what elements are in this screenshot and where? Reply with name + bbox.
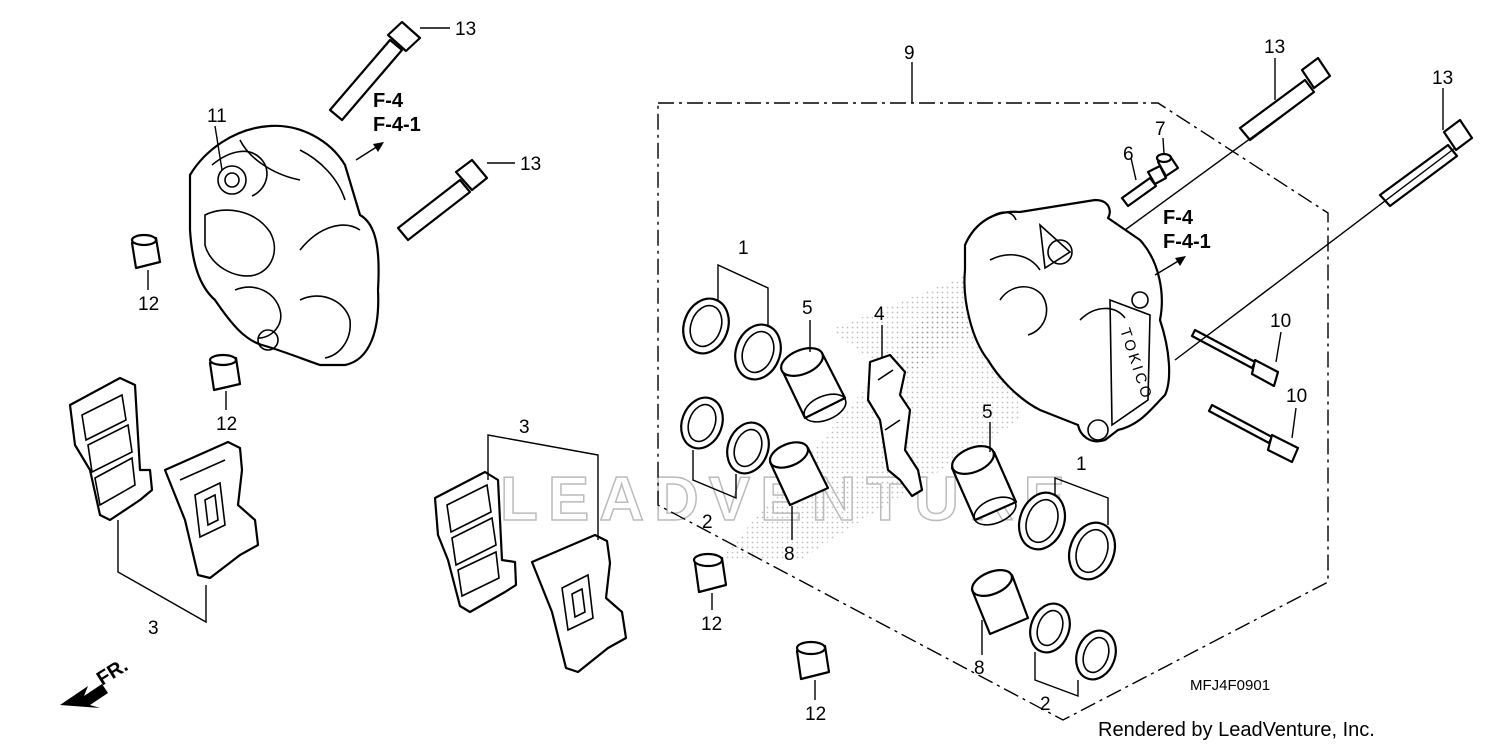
credit-text: Rendered by LeadVenture, Inc.: [1098, 719, 1375, 741]
callout-12-a: 12: [138, 294, 159, 315]
callout-8-left: 8: [784, 544, 795, 565]
assembly-outline: [657, 102, 1329, 721]
callout-12-b: 12: [216, 414, 237, 435]
callout-7: 7: [1155, 119, 1166, 140]
callout-13-a: 13: [455, 19, 476, 40]
bolt-13-left-lower: [396, 158, 515, 242]
brake-pad-left-a: [68, 376, 154, 522]
callout-3-center: 3: [519, 417, 530, 438]
callout-9: 9: [904, 43, 915, 64]
piston-seal-1-d: [1067, 521, 1117, 581]
bolt-13-right-b: [1378, 88, 1474, 208]
bushing-12-c: [692, 552, 728, 594]
brake-pad-center-b: [530, 533, 628, 674]
bolt-13-right-a: [1238, 56, 1332, 142]
ref-left-line1: F-4: [373, 90, 404, 112]
pad-spring-4: [866, 353, 924, 498]
callout-5-right: 5: [982, 402, 993, 423]
piston-seal-1-b: [734, 323, 782, 381]
callout-13-d: 13: [1432, 68, 1453, 89]
ref-right-line1: F-4: [1163, 207, 1194, 229]
front-arrow-icon: FR.: [60, 655, 132, 708]
piston-seal-1-c: [1017, 491, 1067, 551]
callout-2-left: 2: [702, 512, 713, 533]
caliper-body-left: [188, 124, 380, 367]
dust-seal-2-b: [726, 421, 770, 475]
dust-seal-2-a: [680, 396, 724, 450]
callout-11: 11: [207, 106, 227, 127]
callout-10-b: 10: [1286, 386, 1307, 407]
dust-seal-2-c: [1029, 602, 1071, 654]
callout-13-b: 13: [520, 154, 541, 175]
dust-seal-2-d: [1075, 629, 1117, 681]
callout-13-c: 13: [1264, 37, 1285, 58]
callout-1-left: 1: [738, 238, 749, 259]
callout-12-d: 12: [805, 704, 826, 725]
bolt-13-left-upper: [328, 20, 450, 122]
brake-pad-left-b: [163, 440, 260, 580]
ref-left-line2: F-4-1: [373, 114, 421, 136]
piston-8-right: [970, 569, 1030, 636]
callout-1-right: 1: [1076, 454, 1087, 475]
piston-5-left: [780, 347, 847, 423]
callout-8-right: 8: [974, 658, 985, 679]
bushing-12-b: [208, 353, 242, 392]
callout-6: 6: [1123, 144, 1134, 165]
front-marker-label: FR.: [93, 655, 132, 691]
pad-pin-10-a: [1190, 328, 1280, 388]
callout-10-a: 10: [1270, 311, 1291, 332]
callout-3-left: 3: [148, 618, 159, 639]
callout-2-right: 2: [1040, 694, 1051, 715]
bushing-12-d: [795, 640, 831, 681]
piston-seal-1-a: [682, 297, 730, 355]
callout-12-c: 12: [701, 614, 722, 635]
callout-4: 4: [874, 304, 885, 325]
diagram-code: MFJ4F0901: [1190, 677, 1270, 694]
bleeder-screw-6: [1120, 164, 1168, 208]
bushing-12-a: [130, 233, 162, 270]
pad-pin-10-b: [1207, 403, 1300, 464]
piston-8-left: [768, 441, 830, 507]
ref-right-line2: F-4-1: [1163, 231, 1211, 253]
brake-pad-center-a: [433, 470, 518, 614]
caliper-body-right: TOKICO: [963, 198, 1171, 443]
callout-5-left: 5: [802, 298, 813, 319]
piston-5-right: [950, 445, 1018, 526]
